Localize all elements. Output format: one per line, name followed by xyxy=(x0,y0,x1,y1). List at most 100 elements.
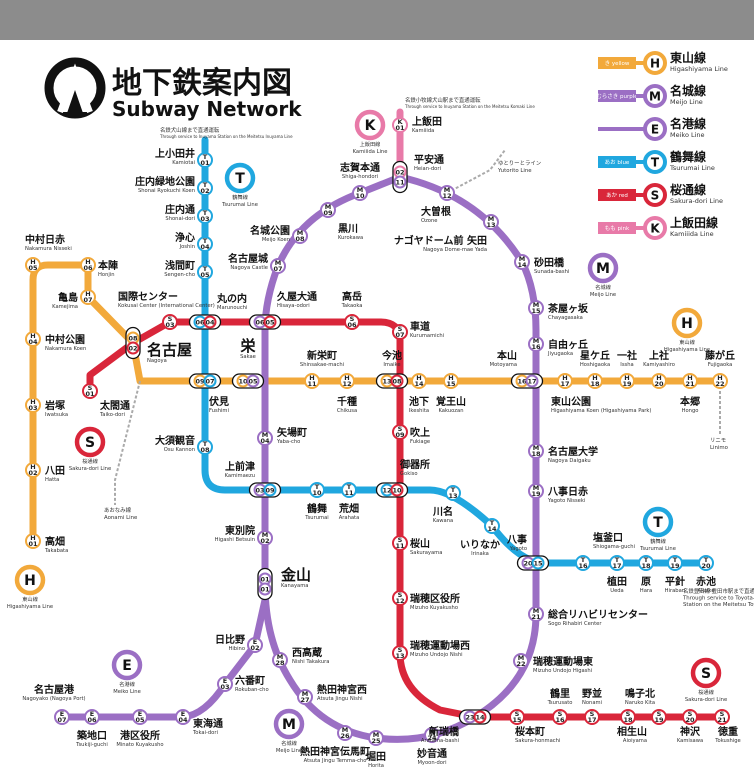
station-sogo_rihabiri[interactable]: M21 xyxy=(528,606,544,622)
station-tsukijiguchi[interactable]: E06 xyxy=(84,709,100,725)
station-tsurumai[interactable]: T10 xyxy=(309,482,325,498)
station-nishi_takakura[interactable]: M28 xyxy=(272,652,288,668)
station-fujigaoka[interactable]: H22 xyxy=(712,373,728,389)
station-shinsakae[interactable]: H11 xyxy=(304,373,320,389)
station-shiyakusho[interactable]: M07 xyxy=(270,258,286,274)
station-ozone[interactable]: M12 xyxy=(439,185,455,201)
station-hibino[interactable]: E02 xyxy=(247,637,263,653)
station-kamiotai[interactable]: T01 xyxy=(197,152,213,168)
station-narukokita[interactable]: S18 xyxy=(620,709,636,725)
station-iwatsuka[interactable]: H03 xyxy=(25,397,41,413)
station-kawana[interactable]: T13 xyxy=(445,485,461,501)
station-mizuho_undojo_higashi[interactable]: M22 xyxy=(513,653,529,669)
legend-line-icon xyxy=(643,183,667,207)
station-kakuozan[interactable]: H15 xyxy=(443,373,459,389)
station-name-en: Nagoya Dome-mae Yada xyxy=(423,247,487,253)
station-name-en: Gokiso xyxy=(400,471,418,477)
station-joshin[interactable]: T04 xyxy=(197,236,213,252)
station-takaoka[interactable]: S06 xyxy=(344,314,360,330)
station-tsurusato[interactable]: S16 xyxy=(552,709,568,725)
station-akaike[interactable]: T20 xyxy=(698,555,714,571)
station-tokushige[interactable]: S21 xyxy=(714,709,730,725)
station-chayagasaka[interactable]: M15 xyxy=(528,300,544,316)
station-nagoya_daigaku[interactable]: M18 xyxy=(528,443,544,459)
station-arahata[interactable]: T11 xyxy=(341,482,357,498)
station-nagoyako[interactable]: E07 xyxy=(54,709,70,725)
station-honjin[interactable]: H06 xyxy=(80,257,96,273)
line-letter: S xyxy=(88,384,93,392)
station-myoon_dori[interactable]: M24 xyxy=(424,727,440,743)
station-mizuho_kuyakusho[interactable]: S12 xyxy=(392,590,408,606)
station-ikeshita[interactable]: H14 xyxy=(411,373,427,389)
station-marker xyxy=(484,518,500,534)
station-nakamura_koen[interactable]: H04 xyxy=(25,331,41,347)
station-name-en: Mizuho Undojo Nishi xyxy=(410,652,463,658)
station-minato_kuyakusho[interactable]: E05 xyxy=(132,709,148,725)
legend-name-ja: 鶴舞線 xyxy=(670,149,706,164)
station-rokubancho[interactable]: E03 xyxy=(217,676,233,692)
station-horita[interactable]: M25 xyxy=(368,730,384,746)
station-hongo[interactable]: H21 xyxy=(682,373,698,389)
legend-swatch xyxy=(598,57,636,69)
station-sengencho[interactable]: T05 xyxy=(197,264,213,280)
station-kameijima[interactable]: H07 xyxy=(80,289,96,305)
station-jingu_nishi[interactable]: M27 xyxy=(297,689,313,705)
station-marker xyxy=(344,314,360,330)
station-jingu_temma[interactable]: M26 xyxy=(337,725,353,741)
station-hoshigaoka[interactable]: H18 xyxy=(587,373,603,389)
station-hara[interactable]: T18 xyxy=(638,555,654,571)
station-shiga_hondori[interactable]: M10 xyxy=(352,185,368,201)
station-aioiyama[interactable]: S19 xyxy=(651,709,667,725)
station-hirabari[interactable]: T19 xyxy=(667,555,683,571)
station-kurokawa[interactable]: M09 xyxy=(320,202,336,218)
station-kamiyashiro[interactable]: H20 xyxy=(651,373,667,389)
station-higashi_betsuin[interactable]: M02 xyxy=(257,530,273,546)
station-yagoto_nisseki[interactable]: M19 xyxy=(528,483,544,499)
station-mizuho_undojo_nishi[interactable]: S13 xyxy=(392,645,408,661)
station-issha[interactable]: H19 xyxy=(619,373,635,389)
station-nagoya_dome[interactable]: M13 xyxy=(483,214,499,230)
station-osu_kannon[interactable]: T08 xyxy=(197,439,213,455)
station-sakurayama[interactable]: S11 xyxy=(392,535,408,551)
station-kurumamichi[interactable]: S07 xyxy=(392,324,408,340)
legend-line-icon xyxy=(643,216,667,240)
station-fukiage[interactable]: S09 xyxy=(392,424,408,440)
station-hatta[interactable]: H02 xyxy=(25,462,41,478)
station-tokaidori[interactable]: E04 xyxy=(175,709,191,725)
station-nonami[interactable]: S17 xyxy=(584,709,600,725)
station-name-ja: 神沢 xyxy=(680,725,701,738)
station-shonai_dori[interactable]: T03 xyxy=(197,208,213,224)
legend-swatch xyxy=(598,189,636,201)
station-sunada_bashi[interactable]: M14 xyxy=(514,254,530,270)
station-marker xyxy=(258,582,272,596)
station-taikodori[interactable]: S01 xyxy=(82,383,98,399)
station-chikusa[interactable]: H12 xyxy=(339,373,355,389)
station-nakamura_nisseki[interactable]: H05 xyxy=(25,257,41,273)
station-kamisawa[interactable]: S20 xyxy=(682,709,698,725)
station-ueda[interactable]: T17 xyxy=(609,555,625,571)
station-meijo_koen[interactable]: M08 xyxy=(292,228,308,244)
station-yabacho[interactable]: M04 xyxy=(257,430,273,446)
station-kamiiida[interactable]: K01 xyxy=(392,117,408,133)
station-sakura_honmachi[interactable]: S15 xyxy=(509,709,525,725)
station-shiogamaguchi[interactable]: T16 xyxy=(575,555,591,571)
station-irinaka[interactable]: T14 xyxy=(484,518,500,534)
station-shonai_ryokuchi[interactable]: T02 xyxy=(197,180,213,196)
station-jiyugaoka[interactable]: M16 xyxy=(528,336,544,352)
station-kokusai[interactable]: S03 xyxy=(162,314,178,330)
station-takabata[interactable]: H01 xyxy=(25,533,41,549)
station-higashiyama_koen[interactable]: H17 xyxy=(557,373,573,389)
